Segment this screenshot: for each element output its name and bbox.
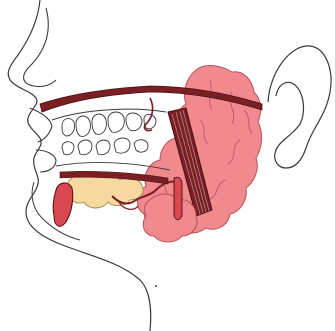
ear-outline	[268, 46, 331, 168]
nose-outline	[24, 8, 56, 87]
mark-dot	[155, 285, 157, 287]
face-outline	[8, 0, 150, 331]
vertical-duct	[174, 177, 182, 219]
lower-lip	[36, 150, 56, 172]
lower-teeth	[62, 138, 148, 155]
upper-teeth	[62, 112, 156, 136]
chin-gland-left	[53, 183, 73, 226]
upper-lip	[30, 108, 52, 142]
